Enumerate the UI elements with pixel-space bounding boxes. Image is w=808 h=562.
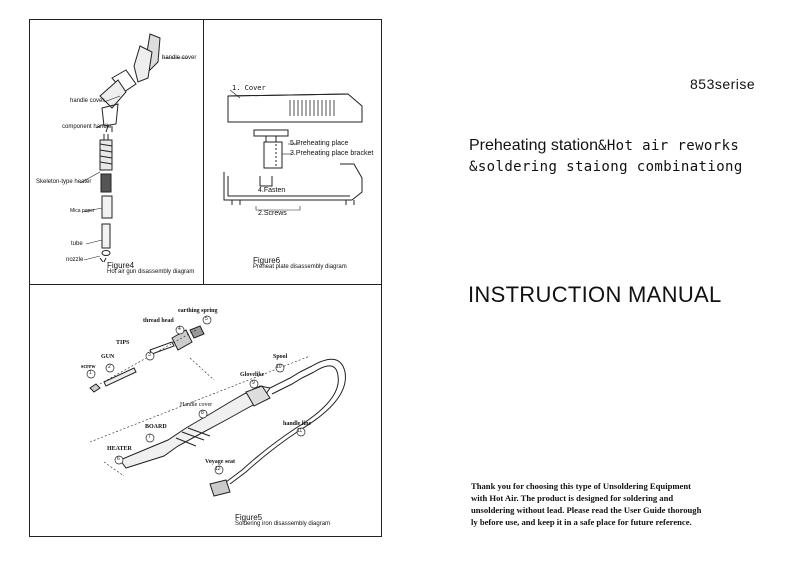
- label-handle-cover: handle cover: [70, 98, 105, 104]
- label-preheating-bracket: 3.Preheating place bracket: [290, 150, 374, 157]
- intro-line-1: Thank you for choosing this type of Unso…: [471, 481, 691, 491]
- hot-air-gun-drawing: [79, 33, 188, 263]
- num-screw: 1: [89, 370, 92, 376]
- label-handle-line: handle line: [283, 421, 312, 427]
- num-voyage-seat: 12: [215, 466, 221, 472]
- num-board: 7: [148, 434, 151, 440]
- label-skeleton-heater: Skeleton-type heater: [36, 179, 92, 185]
- num-spool: 10: [276, 364, 282, 370]
- figure5-subcaption: Soldering iron disassembly diagram: [235, 521, 331, 527]
- label-board: BOARD: [145, 424, 167, 430]
- num-handle-cover: 8: [201, 410, 204, 416]
- label-handle-cover-top: handle cover: [162, 55, 197, 61]
- label-earthing-spring: earthing spring: [178, 308, 218, 314]
- label-cover: 1. Cover: [232, 84, 266, 92]
- num-tips: 3: [148, 352, 151, 358]
- label-spool: Spool: [273, 354, 288, 360]
- label-screw: screw: [81, 364, 96, 370]
- figure6-subcaption: Preheat plate disassembly diagram: [253, 264, 347, 270]
- preheat-plate-drawing: [223, 89, 363, 211]
- label-voyage-seat: Voyage seat: [205, 459, 235, 465]
- label-component-handle: component handle: [62, 124, 112, 130]
- title-preheating-station: Preheating station: [469, 137, 598, 154]
- figure6-caption: Figure6: [253, 256, 281, 265]
- label-heater: HEATER: [107, 446, 132, 452]
- num-glovelike: 9: [252, 380, 255, 386]
- label-handle-cover-f5: Handle cover: [180, 402, 213, 408]
- manual-title: INSTRUCTION MANUAL: [468, 282, 722, 307]
- intro-line-4: ly before use, and keep it in a safe pla…: [471, 517, 692, 527]
- product-title-line1: Preheating station&Hot air reworks: [469, 137, 739, 155]
- intro-line-3: unsoldering without lead. Please read th…: [471, 505, 702, 515]
- label-tips: TIPS: [116, 340, 130, 346]
- figure4-subcaption: Hot air gun disassembly diagram: [107, 269, 195, 275]
- soldering-iron-drawing: [86, 315, 346, 497]
- label-thread-head: thread head: [143, 318, 174, 324]
- num-thread-head: 4: [178, 326, 181, 332]
- figure4-caption: Figure4: [107, 261, 135, 270]
- figure5-panel: [29, 284, 382, 537]
- title-hot-air-reworks: &Hot air reworks: [597, 138, 740, 154]
- num-earthing-spring: 5: [205, 316, 208, 322]
- label-preheating-place: 5.Preheating place: [290, 140, 349, 147]
- label-mica-paper: Mica paper: [70, 208, 95, 214]
- num-gun: 2: [108, 364, 111, 370]
- num-handle-line: 11: [297, 428, 303, 434]
- label-tube: tube: [71, 241, 83, 247]
- num-heater: 6: [117, 456, 120, 462]
- series-label: 853serise: [690, 76, 756, 92]
- intro-line-2: with Hot Air. The product is designed fo…: [471, 493, 674, 503]
- label-nozzle: nozzle: [66, 257, 84, 263]
- label-screws: 2.Screws: [258, 210, 287, 217]
- label-glovelike: Glovelike: [240, 372, 265, 378]
- figure5-caption: Figure5: [235, 513, 263, 522]
- label-gun: GUN: [101, 354, 115, 360]
- product-title-line2: &soldering staiong combinationg: [469, 159, 743, 175]
- label-fasten: 4.Fasten: [258, 187, 286, 194]
- intro-paragraph: Thank you for choosing this type of Unso…: [471, 480, 771, 528]
